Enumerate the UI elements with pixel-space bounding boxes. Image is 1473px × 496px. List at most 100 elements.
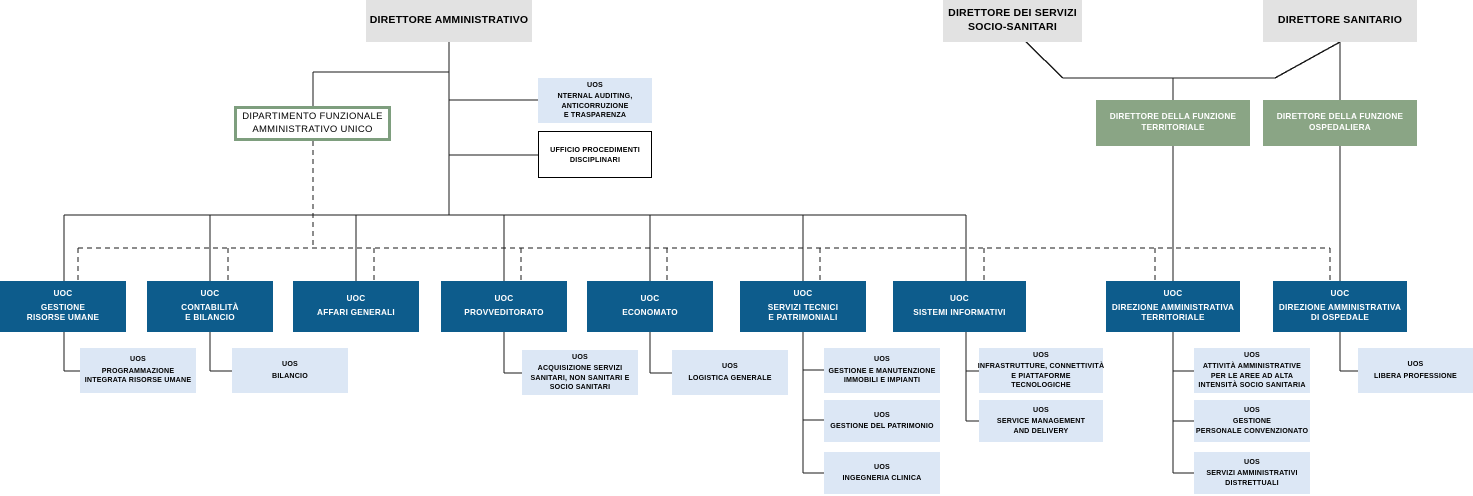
node-line: DIRETTORE SANITARIO [1277, 14, 1403, 27]
node-uoc-direzione-amministrativa-territoriale[interactable]: UOC DIREZIONE AMMINISTRATIVA TERRITORIAL… [1106, 281, 1240, 332]
node-tag: UOS [1407, 360, 1424, 369]
node-uos-programmazione-integrata-risorse-umane[interactable]: UOS PROGRAMMAZIONE INTEGRATA RISORSE UMA… [80, 348, 196, 393]
node-tag: UOS [587, 80, 603, 89]
node-uos-servizi-amministrativi-distrettuali[interactable]: UOS SERVIZI AMMINISTRATIVI DISTRETTUALI [1194, 452, 1310, 494]
node-line: AFFARI GENERALI [317, 308, 395, 317]
node-tag: UOS [1033, 350, 1049, 359]
node-tag: UOS [130, 355, 146, 364]
node-uos-attivita-amministrative-aree-alta-intensita[interactable]: UOS ATTIVITÀ AMMINISTRATIVE PER LE AREE … [1194, 348, 1310, 393]
node-tag: UOS [1244, 405, 1260, 414]
node-line: GESTIONE [1232, 417, 1272, 426]
node-line: PROGRAMMAZIONE [101, 366, 175, 375]
node-tag: UOS [874, 410, 890, 419]
node-line: DIRETTORE DELLA FUNZIONE [1276, 112, 1404, 122]
node-line: TERRITORIALE [1141, 313, 1205, 323]
node-uos-bilancio[interactable]: UOS BILANCIO [232, 348, 348, 393]
node-line: TECNOLOGICHE [1011, 380, 1071, 389]
node-line: ACQUISIZIONE SERVIZI [537, 364, 623, 373]
node-line: LOGISTICA GENERALE [688, 373, 772, 382]
node-tag: UOS [1244, 350, 1260, 359]
node-uoc-affari-generali[interactable]: UOC AFFARI GENERALI [293, 281, 419, 332]
node-line: CONTABILITÀ [181, 302, 239, 312]
node-direttore-funzione-territoriale[interactable]: DIRETTORE DELLA FUNZIONE TERRITORIALE [1096, 100, 1250, 146]
node-uoc-provveditorato[interactable]: UOC PROVVEDITORATO [441, 281, 567, 332]
node-uoc-contabilita-e-bilancio[interactable]: UOC CONTABILITÀ E BILANCIO [147, 281, 273, 332]
node-uos-service-management-and-delivery[interactable]: UOS SERVICE MANAGEMENT AND DELIVERY [979, 400, 1103, 442]
node-uos-acquisizione-servizi[interactable]: UOS ACQUISIZIONE SERVIZI SANITARI, NON S… [522, 350, 638, 395]
node-tag: UOC [640, 294, 660, 304]
node-line: DIRETTORE AMMINISTRATIVO [369, 14, 529, 27]
node-line: SANITARI, NON SANITARI E [530, 373, 630, 382]
node-tag: UOC [1163, 288, 1183, 298]
node-line: SOCIO-SANITARI [968, 21, 1057, 33]
node-tag: UOS [572, 352, 588, 361]
node-tag: UOC [200, 288, 220, 298]
node-line: DIREZIONE AMMINISTRATIVA [1278, 302, 1402, 312]
node-line: ANTICORRUZIONE [561, 101, 629, 110]
node-line: OSPEDALIERA [1309, 123, 1371, 132]
node-uos-gestione-manutenzione-immobili-impianti[interactable]: UOS GESTIONE E MANUTENZIONE IMMOBILI E I… [824, 348, 940, 393]
node-line: AND DELIVERY [1013, 426, 1069, 435]
node-uos-logistica-generale[interactable]: UOS LOGISTICA GENERALE [672, 350, 788, 395]
node-line: BILANCIO [272, 371, 308, 380]
node-line: IMMOBILI E IMPIANTI [843, 376, 921, 385]
node-line: RISORSE UMANE [26, 313, 100, 323]
node-line: SERVICE MANAGEMENT [996, 417, 1086, 426]
node-line: DISTRETTUALI [1225, 478, 1279, 487]
node-tag: UOC [346, 294, 366, 304]
node-uoc-direzione-amministrativa-di-ospedale[interactable]: UOC DIREZIONE AMMINISTRATIVA DI OSPEDALE [1273, 281, 1407, 332]
node-dipartimento-funzionale-amministrativo-unico[interactable]: DIPARTIMENTO FUNZIONALE AMMINISTRATIVO U… [234, 106, 391, 141]
node-tag: UOC [494, 294, 514, 304]
node-line: E BILANCIO [185, 313, 235, 323]
node-tag: UOS [282, 360, 298, 369]
node-uos-ingegneria-clinica[interactable]: UOS INGEGNERIA CLINICA [824, 452, 940, 494]
node-uoc-gestione-risorse-umane[interactable]: UOC GESTIONE RISORSE UMANE [0, 281, 126, 332]
node-line: UFFICIO PROCEDIMENTI [550, 145, 640, 154]
node-direttore-sanitario[interactable]: DIRETTORE SANITARIO [1263, 0, 1417, 42]
node-line: DISCIPLINARI [569, 154, 621, 164]
node-tag: UOC [793, 288, 813, 298]
node-line: NTERNAL AUDITING, [557, 92, 633, 101]
node-direttore-servizi-socio-sanitari[interactable]: DIRETTORE DEI SERVIZI SOCIO-SANITARI [943, 0, 1082, 42]
node-line: SERVIZI TECNICI [767, 302, 839, 312]
node-uos-libera-professione[interactable]: UOS LIBERA PROFESSIONE [1358, 348, 1473, 393]
node-direttore-amministrativo[interactable]: DIRETTORE AMMINISTRATIVO [366, 0, 532, 42]
node-uos-gestione-del-patrimonio[interactable]: UOS GESTIONE DEL PATRIMONIO [824, 400, 940, 442]
node-line: E PIATTAFORME [1011, 371, 1071, 380]
node-tag: UOC [53, 288, 73, 298]
node-line: SERVIZI AMMINISTRATIVI [1206, 469, 1298, 478]
node-line: INTEGRATA RISORSE UMANE [84, 376, 192, 385]
node-line: AMMINISTRATIVO UNICO [252, 123, 373, 135]
node-uos-internal-auditing[interactable]: UOS NTERNAL AUDITING, ANTICORRUZIONE E T… [538, 78, 652, 123]
node-line: INGEGNERIA CLINICA [842, 474, 922, 482]
node-line: SOCIO SANITARI [549, 382, 611, 391]
node-line: ATTIVITÀ AMMINISTRATIVE [1202, 362, 1302, 371]
node-line: INTENSITÀ SOCIO SANITARIA [1198, 380, 1306, 389]
node-line: LIBERA PROFESSIONE [1374, 371, 1457, 380]
node-uos-gestione-personale-convenzionato[interactable]: UOS GESTIONE PERSONALE CONVENZIONATO [1194, 400, 1310, 442]
node-tag: UOS [722, 362, 738, 371]
node-line: ECONOMATO [622, 308, 678, 317]
node-line: DIPARTIMENTO FUNZIONALE [242, 110, 383, 122]
node-line: DIRETTORE DELLA FUNZIONE [1109, 112, 1237, 122]
node-ufficio-procedimenti-disciplinari[interactable]: UFFICIO PROCEDIMENTI DISCIPLINARI [538, 131, 652, 178]
node-tag: UOC [950, 294, 969, 304]
node-line: GESTIONE [40, 302, 86, 312]
node-line: PERSONALE CONVENZIONATO [1195, 426, 1309, 435]
node-tag: UOS [874, 355, 890, 364]
node-line: E PATRIMONIALI [768, 313, 838, 323]
node-uos-infrastrutture-connettivita-piattaforme[interactable]: UOS INFRASTRUTTURE, CONNETTIVITÀ E PIATT… [978, 348, 1104, 393]
node-line: E TRASPARENZA [563, 110, 627, 119]
node-line: PER LE AREE AD ALTA [1210, 371, 1294, 380]
node-direttore-funzione-ospedaliera[interactable]: DIRETTORE DELLA FUNZIONE OSPEDALIERA [1263, 100, 1417, 146]
node-uoc-servizi-tecnici-e-patrimoniali[interactable]: UOC SERVIZI TECNICI E PATRIMONIALI [740, 281, 866, 332]
node-line: GESTIONE DEL PATRIMONIO [830, 422, 934, 430]
node-uoc-sistemi-informativi[interactable]: UOC SISTEMI INFORMATIVI [893, 281, 1026, 332]
node-line: GESTIONE E MANUTENZIONE [828, 366, 936, 375]
node-tag: UOS [874, 462, 890, 471]
node-tag: UOC [1330, 288, 1350, 298]
node-uoc-economato[interactable]: UOC ECONOMATO [587, 281, 713, 332]
node-line: PROVVEDITORATO [464, 308, 544, 317]
node-line: SISTEMI INFORMATIVI [913, 308, 1006, 317]
